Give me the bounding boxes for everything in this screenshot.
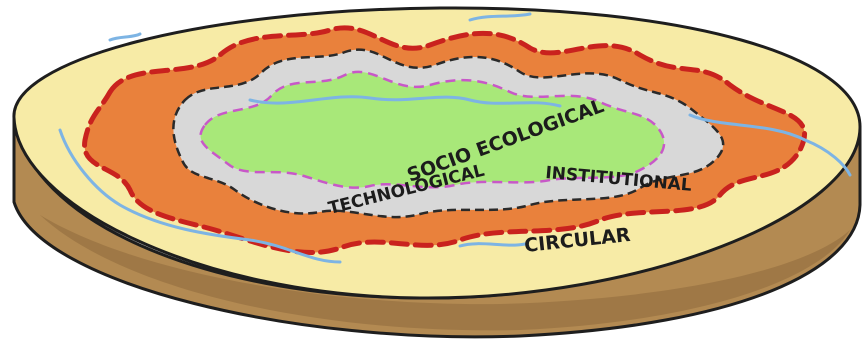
layered-disc-diagram: SOCIO ECOLOGICAL INSTITUTIONAL TECHNOLOG…: [0, 0, 867, 347]
